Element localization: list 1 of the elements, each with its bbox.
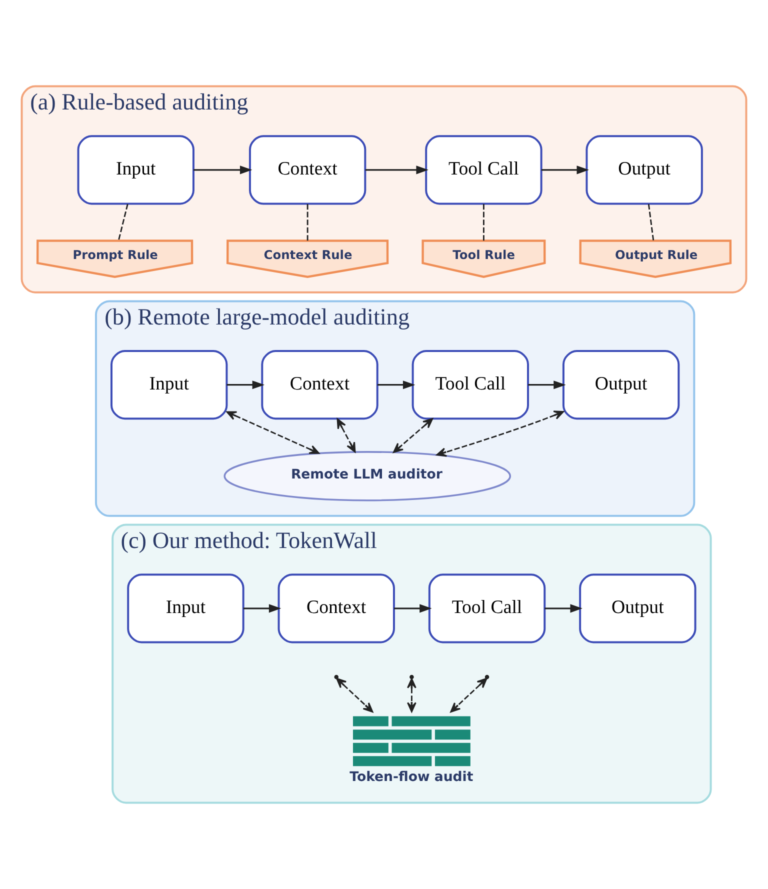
node-label: Token-flow audit [350,770,474,786]
